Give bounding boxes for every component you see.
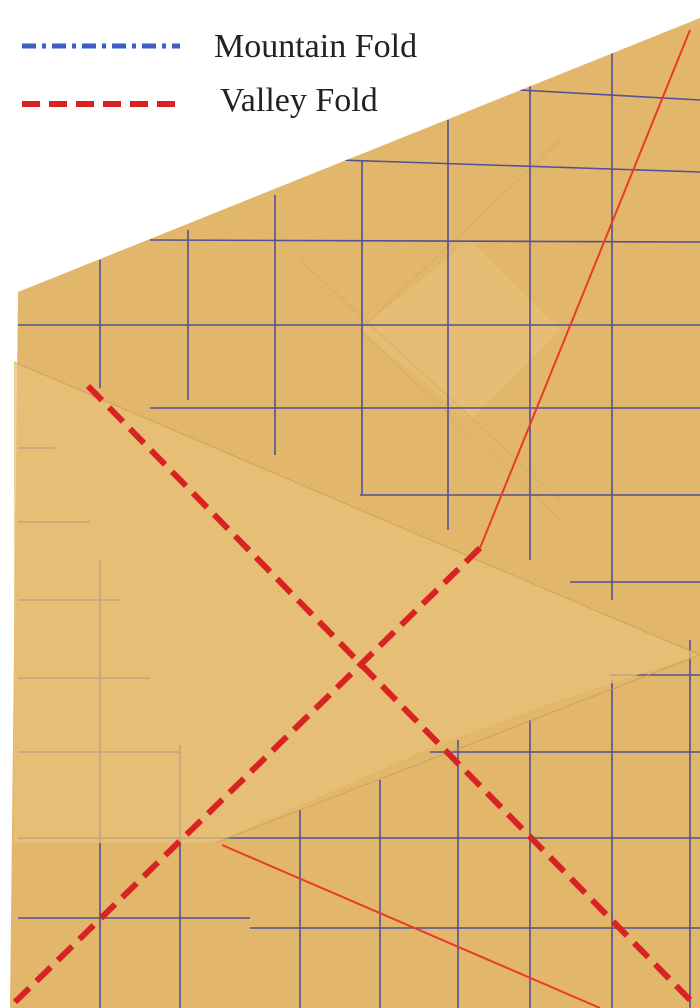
legend-mountain-label: Mountain Fold (214, 30, 417, 64)
legend-valley-label: Valley Fold (220, 84, 378, 118)
legend (22, 46, 180, 104)
